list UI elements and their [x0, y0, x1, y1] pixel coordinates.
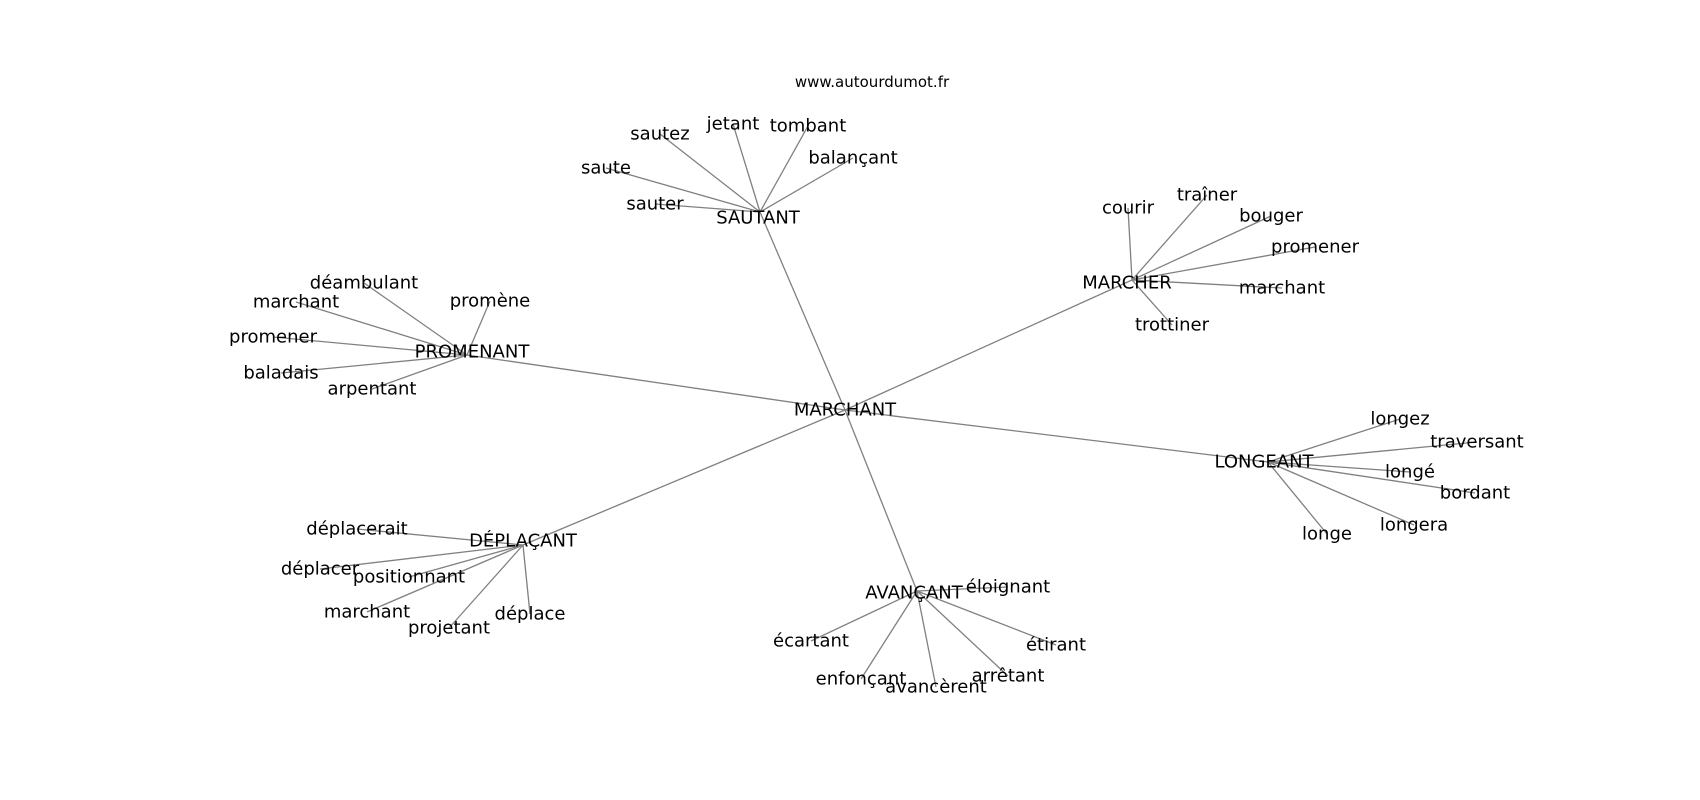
leaf-node-sautant-sauter: sauter [626, 194, 684, 215]
edge-marcher-courir [1127, 207, 1133, 281]
labels-layer: MARCHANT SAUTANT sautez jetant tombant balanç… [229, 114, 1524, 698]
edge-promenant-marchant [295, 301, 468, 356]
edge-avancant-ecartant [810, 590, 918, 642]
edge-deplacant-deplacerait [356, 528, 524, 546]
leaf-node-deplacant-marchant: marchant [324, 602, 410, 623]
leaf-node-marcher-trottiner: trottiner [1135, 315, 1210, 336]
edge-marcher-trainer [1131, 194, 1208, 281]
leaf-node-longeant-longe: longe [1302, 524, 1352, 545]
edge-sautant-sauter [654, 203, 761, 213]
leaf-node-avancant-eloignant: éloignant [966, 577, 1050, 598]
edge-longeant-longe [1267, 461, 1328, 535]
edge-marcher-marchant [1131, 279, 1283, 289]
leaf-node-promenant-promene: promène [450, 291, 531, 312]
edge-deplacant-deplace [522, 544, 531, 615]
leaf-node-sautant-sautez: sautez [630, 124, 689, 145]
leaf-node-longeant-longera: longera [1380, 515, 1448, 536]
edge-longeant-longera [1267, 461, 1415, 526]
edge-avancant-etirant [916, 590, 1057, 646]
edge-avancant-eloignant [916, 586, 1009, 592]
edge-center-avancant [844, 409, 918, 592]
edge-promenant-deambulant [363, 282, 468, 356]
leaf-node-promenant-baladais: baladais [243, 363, 318, 384]
edge-avancant-enfoncant [860, 590, 918, 680]
leaf-node-longeant-bordant: bordant [1440, 483, 1510, 504]
leaf-node-deplacant-deplacer: déplacer [281, 559, 360, 580]
leaf-node-deplacant-deplace: déplace [495, 604, 566, 625]
edge-deplacant-marchant [366, 544, 524, 613]
leaf-node-longeant-longe: longé [1385, 462, 1435, 483]
leaf-node-promenant-deambulant: déambulant [310, 273, 418, 294]
edge-center-deplacant [522, 409, 846, 546]
hub-node-longeant: LONGEANT [1214, 452, 1314, 473]
hub-node-deplacant: DÉPLAÇANT [469, 530, 578, 552]
leaf-node-longeant-longez: longez [1370, 409, 1429, 430]
leaf-node-sautant-balancant: balançant [808, 148, 897, 169]
leaf-node-marcher-trainer: traîner [1177, 185, 1238, 206]
edge-center-marcher [844, 279, 1133, 411]
leaf-node-deplacant-deplacerait: déplacerait [306, 519, 407, 540]
leaf-node-longeant-traversant: traversant [1430, 432, 1524, 453]
edge-promenant-arpentant [371, 354, 468, 390]
leaf-node-promenant-marchant: marchant [253, 292, 339, 313]
leaf-node-sautant-saute: saute [581, 158, 631, 179]
leaf-node-marcher-promener: promener [1271, 237, 1360, 258]
source-label: www.autourdumot.fr [795, 73, 950, 91]
edge-deplacant-projetant [448, 544, 524, 629]
leaf-node-marcher-courir: courir [1102, 198, 1155, 219]
edge-promenant-promene [466, 300, 491, 356]
hub-node-avancant: AVANÇANT [865, 583, 963, 604]
edge-longeant-longez [1267, 418, 1401, 463]
leaf-node-sautant-jetant: jetant [706, 114, 760, 135]
edge-deplacant-positionnant [408, 544, 524, 578]
edge-longeant-traversant [1267, 441, 1478, 463]
leaf-node-deplacant-positionnant: positionnant [353, 567, 465, 588]
edge-sautant-saute [605, 167, 761, 213]
edge-sautant-jetant [732, 123, 761, 213]
edge-marcher-bouger [1131, 215, 1272, 281]
edge-marcher-promener [1131, 246, 1316, 281]
edge-marcher-trottiner [1131, 279, 1173, 326]
edge-longeant-longe [1267, 461, 1411, 473]
edge-sautant-sautez [659, 133, 761, 213]
hub-node-marcher: MARCHER [1082, 273, 1171, 294]
leaf-node-avancant-avancerent: avancèrent [885, 677, 987, 698]
hub-node-promenant: PROMENANT [415, 342, 531, 363]
leaf-node-avancant-arretant: arrêtant [972, 666, 1045, 687]
edge-sautant-balancant [759, 157, 854, 213]
edge-promenant-baladais [280, 354, 468, 374]
leaf-node-marcher-bouger: bouger [1239, 206, 1303, 227]
edge-center-promenant [466, 354, 846, 411]
leaf-node-avancant-etirant: étirant [1026, 635, 1086, 656]
edge-longeant-bordant [1267, 461, 1476, 494]
edge-avancant-arretant [916, 590, 1009, 677]
leaf-node-avancant-enfoncant: enfonçant [816, 669, 907, 690]
edge-center-longeant [844, 409, 1269, 463]
edge-deplacant-deplacer [319, 544, 524, 570]
edges-layer [272, 123, 1478, 688]
leaf-node-sautant-tombant: tombant [770, 116, 847, 137]
edge-promenant-promener [272, 336, 468, 356]
hub-node-sautant: SAUTANT [716, 208, 801, 229]
edge-sautant-tombant [759, 125, 809, 213]
edge-center-sautant [759, 211, 846, 411]
edge-avancant-avancerent [916, 590, 937, 688]
leaf-node-promenant-promener: promener [229, 327, 318, 348]
leaf-node-deplacant-projetant: projetant [408, 618, 490, 639]
leaf-node-avancant-ecartant: écartant [773, 631, 849, 652]
leaf-node-marcher-marchant: marchant [1239, 278, 1325, 299]
leaf-node-promenant-arpentant: arpentant [328, 379, 417, 400]
center-node: MARCHANT [794, 400, 897, 421]
